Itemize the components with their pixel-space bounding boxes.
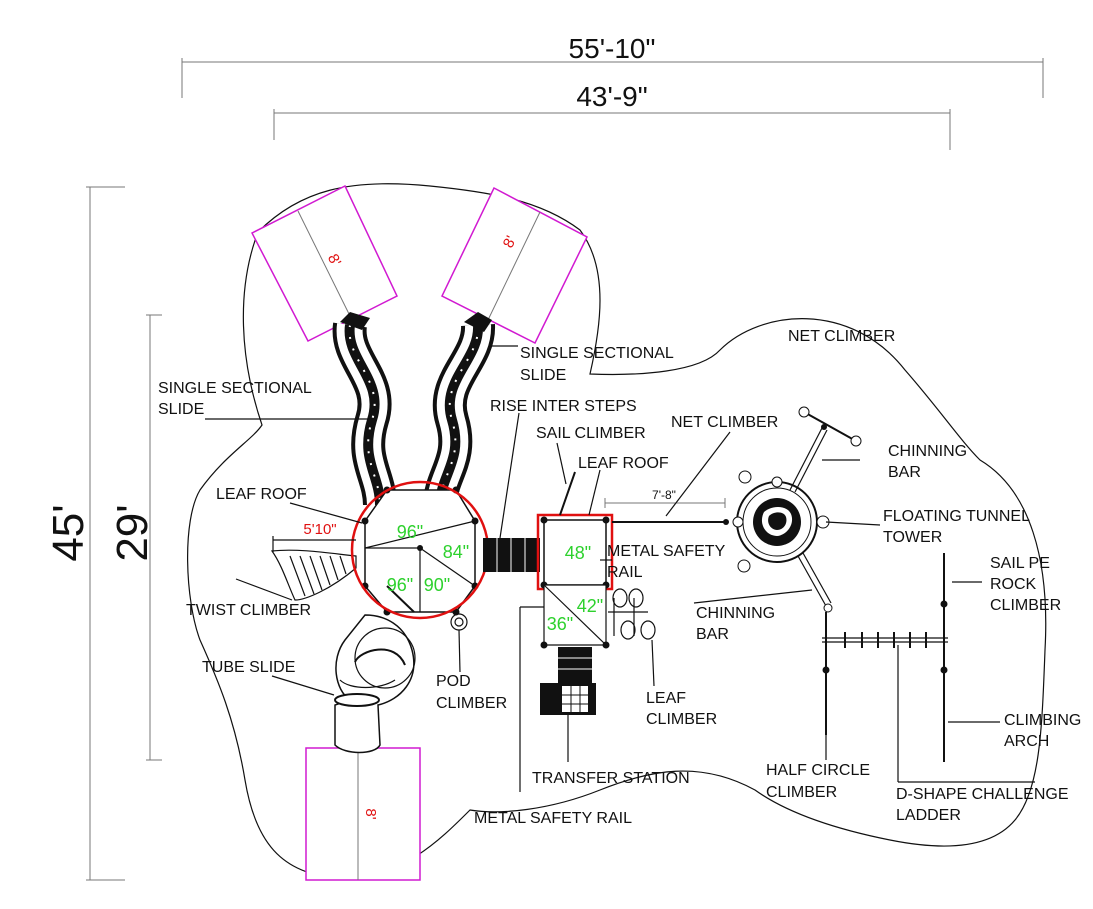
label-floating-tunnel-tower-1: FLOATING TUNNEL	[883, 508, 1030, 525]
label-single-slide-right-1: SINGLE SECTIONAL	[520, 345, 674, 362]
inter-steps-bridge	[483, 538, 540, 572]
label-net-climber-mid: NET CLIMBER	[671, 414, 778, 431]
label-leaf-climber-2: CLIMBER	[646, 711, 717, 728]
twist-offset-label: 5'10"	[303, 521, 336, 538]
label-half-circle-climber-2: CLIMBER	[766, 784, 837, 801]
overall-width-dimension: 55'-10"	[181, 33, 1044, 98]
platform-42: 42"	[577, 596, 603, 616]
structure-width-label: 43'-9"	[576, 81, 647, 112]
left-sectional-slide	[332, 312, 397, 507]
label-floating-tunnel-tower-2: TOWER	[883, 529, 942, 546]
slide-zone-bottom: 8'	[305, 747, 421, 881]
label-d-shape-ladder-1: D-SHAPE CHALLENGE	[896, 786, 1069, 803]
slide-zone-left: 8'	[250, 184, 398, 343]
label-leaf-roof-right: LEAF ROOF	[578, 455, 669, 472]
label-tube-slide: TUBE SLIDE	[202, 659, 295, 676]
label-net-climber-top: NET CLIMBER	[788, 328, 895, 345]
label-chinning-bar-bottom-2: BAR	[696, 626, 729, 643]
net-climber-bar: 7'-8"	[604, 488, 729, 525]
label-pod-climber-1: POD	[436, 673, 471, 690]
label-single-slide-right-2: SLIDE	[520, 367, 566, 384]
structure-width-dimension: 43'-9"	[273, 81, 951, 150]
label-chinning-bar-top-1: CHINNING	[888, 443, 967, 460]
twist-offset-dimension: 5'10"	[272, 521, 356, 552]
structure-depth-label: 29'	[108, 504, 157, 561]
overall-depth-label: 45'	[44, 504, 93, 561]
label-climbing-arch-2: ARCH	[1004, 733, 1049, 750]
label-metal-safety-rail-bottom: METAL SAFETY RAIL	[474, 810, 632, 827]
sail-climber	[559, 471, 576, 516]
slide-zone-bottom-label: 8'	[362, 808, 379, 819]
structure-depth-dimension: 29'	[108, 314, 162, 761]
tube-slide	[334, 614, 416, 754]
label-pod-climber-2: CLIMBER	[436, 695, 507, 712]
label-climbing-arch-1: CLIMBING	[1004, 712, 1081, 729]
label-metal-safety-rail-top-1: METAL SAFETY	[607, 543, 726, 560]
right-sectional-slide	[423, 312, 495, 507]
climbing-arch	[822, 553, 948, 762]
pod-climber	[450, 613, 468, 631]
lower-decks	[540, 584, 610, 649]
platform-90: 90"	[424, 575, 450, 595]
platform-96-top: 96"	[397, 522, 423, 542]
label-chinning-bar-bottom-1: CHINNING	[696, 605, 775, 622]
transfer-station	[540, 647, 596, 715]
platform-48: 48"	[565, 543, 591, 563]
floating-tunnel-tower	[732, 470, 830, 573]
platform-84: 84"	[443, 542, 469, 562]
label-sail-pe-rock-climber-3: CLIMBER	[990, 597, 1061, 614]
net-span-label: 7'-8"	[652, 488, 676, 502]
overall-width-label: 55'-10"	[569, 33, 656, 64]
overall-depth-dimension: 45'	[44, 186, 125, 881]
label-half-circle-climber-1: HALF CIRCLE	[766, 762, 870, 779]
label-single-slide-left-1: SINGLE SECTIONAL	[158, 380, 312, 397]
platform-36: 36"	[547, 614, 573, 634]
chinning-bar-bottom	[797, 552, 833, 613]
label-metal-safety-rail-top-2: RAIL	[607, 564, 643, 581]
label-transfer-station: TRANSFER STATION	[532, 770, 690, 787]
label-sail-pe-rock-climber-1: SAIL PE	[990, 555, 1050, 572]
square-deck	[536, 513, 614, 591]
label-leaf-roof-left: LEAF ROOF	[216, 486, 307, 503]
label-twist-climber: TWIST CLIMBER	[186, 602, 311, 619]
chinning-bar-top	[789, 406, 862, 493]
label-sail-climber: SAIL CLIMBER	[536, 425, 646, 442]
leader-lines	[205, 345, 1035, 792]
label-sail-pe-rock-climber-2: ROCK	[990, 576, 1037, 593]
leaf-climber	[608, 588, 656, 640]
label-d-shape-ladder-2: LADDER	[896, 807, 961, 824]
platform-96-bottom: 96"	[387, 575, 413, 595]
twist-climber	[270, 549, 357, 601]
slide-zone-right: 8'	[441, 186, 588, 345]
label-chinning-bar-top-2: BAR	[888, 464, 921, 481]
label-leaf-climber-1: LEAF	[646, 690, 686, 707]
use-zone-boundary	[187, 183, 1047, 879]
label-rise-inter-steps: RISE INTER STEPS	[490, 398, 637, 415]
label-single-slide-left-2: SLIDE	[158, 401, 204, 418]
